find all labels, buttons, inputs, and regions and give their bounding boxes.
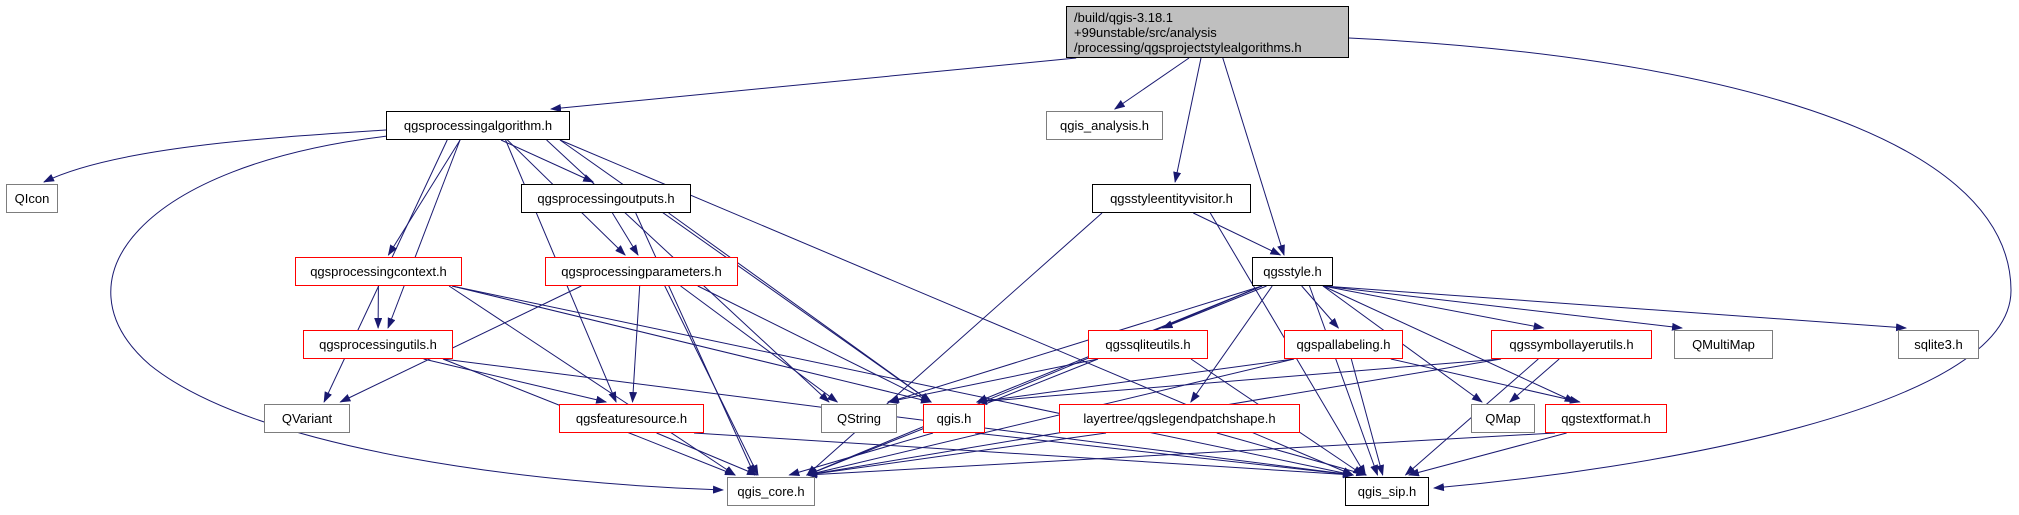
edge-root-to-qgsstyleentityvisitor [1173, 57, 1202, 183]
edge-qgis-to-qgis_core [788, 432, 934, 477]
edge-qgsprocessingoutputs-to-qgis [668, 212, 932, 403]
edge-qgsprocessingoutputs-to-qgsprocessingparameters [611, 212, 639, 256]
node-QMultiMap: QMultiMap [1674, 330, 1773, 359]
edge-qgstextformat-to-qgis_sip [1407, 432, 1567, 477]
node-qgsprocessingparameters[interactable]: qgsprocessingparameters.h [545, 257, 738, 286]
edge-qgsstyle-to-qgis_core [806, 285, 1263, 476]
edge-qgsprocessingparameters-to-QString [680, 285, 839, 403]
node-root-line: /processing/qgsprojectstylealgorithms.h [1074, 39, 1302, 55]
edge-qgsfeaturesource-to-qgis_sip [693, 432, 1354, 479]
node-qgslegendpatchshape[interactable]: layertree/qgslegendpatchshape.h [1059, 404, 1300, 433]
node-root-line: /build/qgis-3.18.1 [1074, 9, 1174, 25]
node-root-line: +99unstable/src/analysis [1074, 24, 1217, 40]
node-qgssymbollayerutils[interactable]: qgssymbollayerutils.h [1491, 330, 1652, 359]
node-qgsprocessingoutputs[interactable]: qgsprocessingoutputs.h [521, 184, 691, 213]
edge-qgsprocessingalgorithm-to-qgis [559, 139, 932, 403]
edge-qgsstyle-to-QMultiMap [1322, 285, 1683, 331]
edge-qgsstyle-to-qgspallabeling [1301, 285, 1340, 329]
edge-qgslegendpatchshape-to-qgis_core [806, 432, 1107, 478]
edge-qgsprocessingparameters-to-qgis_core [664, 285, 759, 476]
edge-qgsstyle-to-QString [888, 285, 1263, 403]
node-qgsprocessingalgorithm[interactable]: qgsprocessingalgorithm.h [386, 111, 570, 140]
edge-root-to-qgsprocessingalgorithm [550, 57, 1077, 113]
node-QString: QString [821, 404, 897, 433]
node-qgsprocessingutils[interactable]: qgsprocessingutils.h [303, 330, 453, 359]
node-qgsprocessingcontext[interactable]: qgsprocessingcontext.h [295, 257, 462, 286]
edge-qgsprocessingoutputs-to-qgis_core [635, 212, 755, 476]
node-qgspallabeling[interactable]: qgspallabeling.h [1284, 330, 1403, 359]
edge-root-to-qgis_sip [1348, 37, 2012, 492]
edge-qgspallabeling-to-qgis_core [806, 358, 1295, 477]
node-qgsfeaturesource[interactable]: qgsfeaturesource.h [559, 404, 704, 433]
edge-qgspallabeling-to-qgis_sip [1350, 358, 1384, 476]
node-QMap: QMap [1471, 404, 1535, 433]
edge-qgsprocessingparameters-to-qgis [697, 285, 932, 403]
edge-qgsprocessingcontext-to-qgis [451, 285, 932, 404]
edge-qgsfeaturesource-to-qgis_core [656, 432, 758, 476]
edge-qgsprocessingalgorithm-to-qgis_core [110, 135, 724, 494]
node-qgis[interactable]: qgis.h [923, 404, 985, 433]
edge-qgsprocessingalgorithm-to-qgsprocessingcontext [387, 139, 461, 256]
edge-qgslegendpatchshape-to-qgis_sip [1216, 432, 1368, 477]
node-qgsstyle[interactable]: qgsstyle.h [1252, 257, 1333, 286]
node-sqlite3: sqlite3.h [1898, 330, 1979, 359]
edge-qgssymbollayerutils-to-qgis [976, 358, 1502, 406]
edge-qgsprocessingutils-to-qgsfeaturesource [423, 358, 608, 404]
edge-qgsstyle-to-qgslegendpatchshape [1190, 285, 1273, 403]
edge-qgsprocessingcontext-to-qgis_sip [451, 285, 1354, 477]
edge-qgsprocessingparameters-to-qgsfeaturesource [629, 285, 641, 403]
node-QIcon: QIcon [6, 184, 58, 213]
edge-qgssqliteutils-to-QString [886, 358, 1099, 404]
edge-qgsprocessingparameters-to-QVariant [339, 285, 582, 403]
edge-qgstextformat-to-qgis_core [806, 432, 1556, 479]
edge-qgsprocessingcontext-to-qgis_core [448, 285, 736, 476]
node-qgis_sip[interactable]: qgis_sip.h [1345, 477, 1429, 506]
node-qgsstyleentityvisitor[interactable]: qgsstyleentityvisitor.h [1092, 184, 1251, 213]
node-qgstextformat[interactable]: qgstextformat.h [1545, 404, 1667, 433]
node-root: /build/qgis-3.18.1+99unstable/src/analys… [1066, 6, 1349, 58]
edge-qgsprocessingutils-to-qgis_sip [442, 358, 1354, 478]
edge-qgsstyle-to-qgssymbollayerutils [1322, 285, 1545, 331]
edge-qgis-to-qgis_sip [974, 432, 1354, 478]
edge-qgsprocessingalgorithm-to-QIcon [43, 129, 387, 183]
edge-qgsprocessingalgorithm-to-qgsprocessingutils [387, 139, 461, 329]
edge-qgssymbollayerutils-to-QMap [1509, 358, 1560, 403]
edge-root-to-qgis_analysis [1113, 57, 1190, 110]
edge-root-to-qgsstyle [1222, 57, 1285, 256]
node-QVariant: QVariant [264, 404, 350, 433]
edge-qgsstyle-to-qgssqliteutils [1161, 285, 1267, 329]
node-qgssqliteutils[interactable]: qgssqliteutils.h [1088, 330, 1208, 359]
node-qgis_analysis: qgis_analysis.h [1046, 111, 1163, 140]
edge-qgspallabeling-to-qgstextformat [1390, 358, 1581, 404]
edge-qgsstyle-to-sqlite3 [1322, 285, 1907, 332]
edge-qgsstyleentityvisitor-to-qgsstyle [1193, 212, 1282, 256]
node-qgis_core: qgis_core.h [727, 477, 815, 506]
edge-qgspallabeling-to-qgis [976, 358, 1295, 405]
edge-qgsprocessingalgorithm-to-qgsprocessingoutputs [500, 139, 595, 183]
